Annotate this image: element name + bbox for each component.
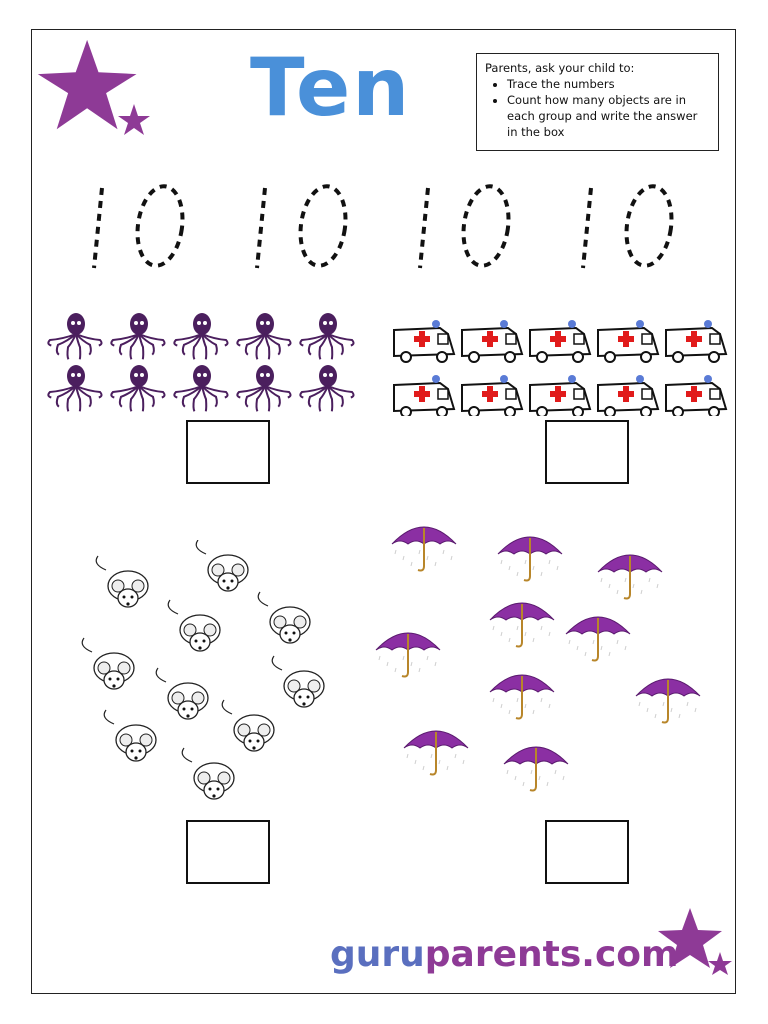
umbrella-icon: [375, 632, 441, 678]
mouse-icon: [95, 555, 149, 608]
answer-box-mouse[interactable]: [186, 820, 270, 884]
umbrella-icon: [497, 536, 563, 582]
instruction-item: Trace the numbers: [507, 76, 710, 92]
instructions-list: Trace the numbers Count how many objects…: [485, 76, 710, 140]
umbrella-icon: [403, 730, 469, 776]
mouse-icon: [81, 637, 135, 690]
umbrella-icon: [489, 674, 555, 720]
ambulance-icon: [461, 375, 524, 416]
ambulance-icon: [461, 320, 524, 363]
ambulance-icon: [665, 320, 728, 363]
ambulance-group: [393, 320, 728, 416]
mouse-group: [81, 540, 325, 800]
umbrella-icon: [503, 746, 569, 792]
instruction-item: Count how many objects are in each group…: [507, 92, 710, 140]
octopus-icon: [236, 313, 292, 360]
trace-number-10[interactable]: [581, 183, 676, 269]
answer-box-octopus[interactable]: [186, 420, 270, 484]
octopus-icon: [173, 313, 229, 360]
ambulance-icon: [597, 375, 660, 416]
octopus-icon: [110, 365, 166, 412]
octopus-group: [47, 313, 355, 412]
umbrella-icon: [635, 678, 701, 724]
parent-instructions: Parents, ask your child to: Trace the nu…: [476, 53, 719, 151]
ambulance-icon: [393, 320, 456, 363]
umbrella-icon: [489, 602, 555, 648]
site-logo[interactable]: guruparents.com: [330, 930, 679, 980]
logo-guru-text: guru: [330, 934, 425, 975]
mouse-icon: [103, 709, 157, 762]
star-decoration-icon: [38, 39, 150, 135]
mouse-icon: [271, 655, 325, 708]
trace-numbers[interactable]: [80, 180, 700, 275]
mouse-icon: [155, 667, 209, 720]
octopus-icon: [173, 365, 229, 412]
ambulance-icon: [665, 375, 728, 416]
umbrella-icon: [391, 526, 457, 572]
ambulance-icon: [529, 375, 592, 416]
trace-number-10[interactable]: [92, 183, 187, 269]
octopus-icon: [47, 313, 103, 360]
trace-number-10[interactable]: [418, 183, 513, 269]
worksheet-frame: [31, 29, 736, 994]
octopus-icon: [299, 365, 355, 412]
octopus-icon: [110, 313, 166, 360]
octopus-icon: [47, 365, 103, 412]
umbrella-icon: [565, 616, 631, 662]
logo-parents-text: parents.com: [424, 934, 679, 975]
octopus-icon: [236, 365, 292, 412]
mouse-icon: [195, 540, 249, 592]
ambulance-icon: [529, 320, 592, 363]
mouse-icon: [221, 699, 275, 752]
umbrella-icon: [597, 554, 663, 600]
star-footer-icon: [658, 908, 732, 975]
mouse-icon: [181, 747, 235, 800]
octopus-icon: [299, 313, 355, 360]
answer-box-umbrella[interactable]: [545, 820, 629, 884]
instructions-intro: Parents, ask your child to:: [485, 61, 635, 75]
answer-box-ambulance[interactable]: [545, 420, 629, 484]
page-title: Ten: [250, 41, 412, 134]
mouse-icon: [257, 591, 311, 644]
trace-number-10[interactable]: [255, 183, 350, 269]
ambulance-icon: [393, 375, 456, 416]
umbrella-group: [375, 526, 701, 792]
ambulance-icon: [597, 320, 660, 363]
mouse-icon: [167, 599, 221, 652]
